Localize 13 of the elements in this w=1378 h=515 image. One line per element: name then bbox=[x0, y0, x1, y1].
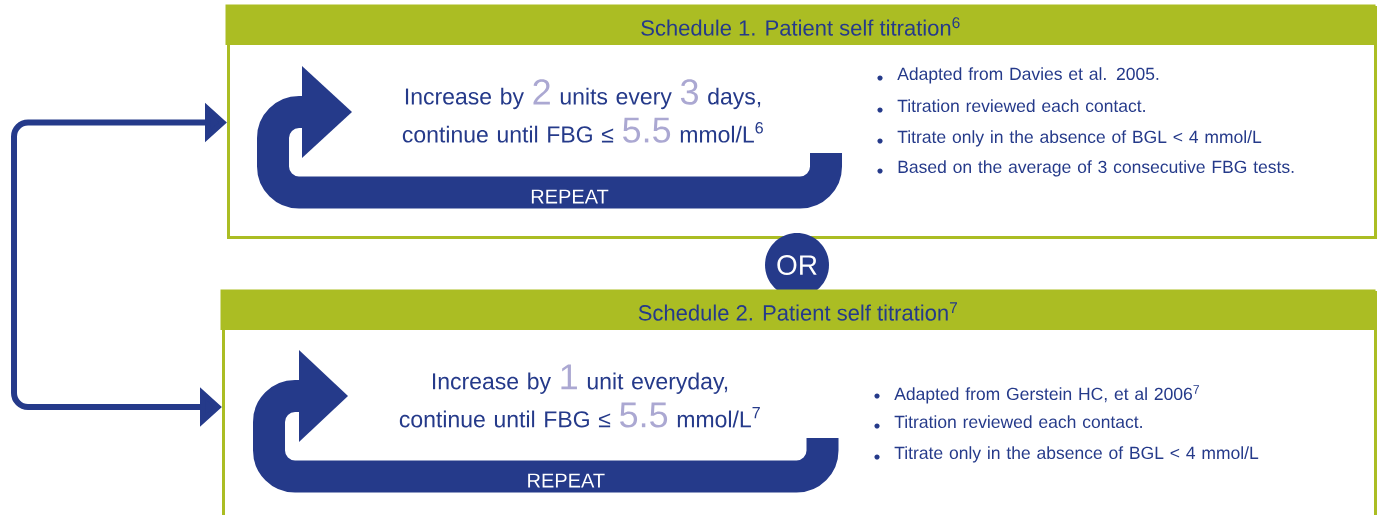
bullet-item: Adapted from Gerstein HC, et al 2006$^{7}$ bbox=[874, 385, 1199, 404]
bullet-item: Titration reviewed each contact. bbox=[877, 99, 1145, 113]
bullet-item: Titrate only in the absence of BGL < 4 mmol/L bbox=[874, 446, 1259, 463]
bullet-item: Titrate only in the absence of BGL < 4 mmol/L bbox=[877, 130, 1262, 147]
instruction-text: Increase by 2 units every 3 days, continue until FBG ≤ 5.5 mmol/L$^{6}$ bbox=[402, 79, 763, 143]
bullet-item: Titration reviewed each contact. bbox=[874, 415, 1142, 429]
repeat-label: REPEAT bbox=[528, 473, 605, 488]
panel-title: Schedule 2. Patient self titration$^{7}$ bbox=[638, 302, 957, 321]
bullet-item: Adapted from Davies et al. 2005. bbox=[877, 67, 1159, 84]
bullet-item: Based on the average of 3 consecutive FBG tests. bbox=[877, 160, 1294, 177]
repeat-label: REPEAT bbox=[531, 189, 609, 204]
instruction-text: Increase by 1 unit everyday, continue until FBG ≤ 5.5 mmol/L$^{7}$ bbox=[399, 364, 760, 428]
panel-title: Schedule 1. Patient self titration$^{6}$ bbox=[641, 17, 960, 36]
